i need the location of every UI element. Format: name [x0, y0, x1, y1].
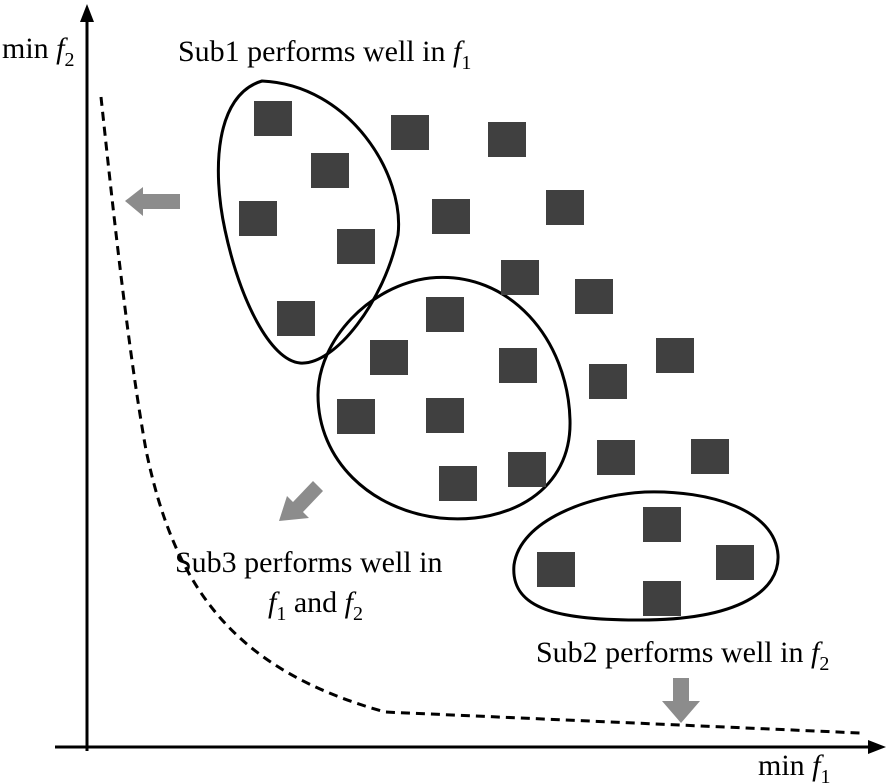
solution-point — [426, 297, 464, 332]
sub3-label-line1: Sub3 performs well in — [175, 546, 442, 579]
solution-point — [508, 452, 546, 487]
solution-point — [337, 229, 375, 264]
solution-point — [426, 398, 464, 433]
solution-point — [439, 466, 477, 501]
axes — [55, 4, 886, 754]
y-axis-arrowhead — [80, 4, 94, 22]
left-arrow-icon — [125, 187, 180, 216]
solution-point — [432, 199, 470, 234]
solution-point — [239, 201, 277, 236]
pareto-front-dashed-line — [99, 96, 861, 735]
solution-point — [537, 552, 575, 587]
solution-point — [488, 122, 526, 157]
sub3-outline — [316, 275, 572, 521]
solution-point — [691, 439, 729, 474]
solution-point — [643, 507, 681, 542]
solution-point — [501, 260, 539, 295]
solution-point — [589, 364, 627, 399]
solution-points — [239, 101, 754, 616]
x-axis-label: min f1 — [758, 749, 831, 783]
solution-point — [575, 279, 613, 314]
solution-point — [337, 399, 375, 434]
direction-arrows — [125, 187, 700, 723]
down-arrow-icon — [662, 678, 700, 723]
sub2-label: Sub2 performs well in f2 — [536, 636, 829, 675]
solution-point — [254, 101, 292, 136]
x-axis-arrowhead — [868, 740, 886, 754]
sub1-outline — [216, 79, 401, 365]
sub3-label-line2: f1 and f2 — [268, 586, 363, 625]
solution-point — [370, 340, 408, 375]
solution-point — [311, 153, 349, 188]
solution-point — [656, 338, 694, 373]
solution-point — [597, 440, 635, 475]
y-axis-label: min f2 — [2, 32, 75, 71]
solution-point — [499, 348, 537, 383]
solution-point — [716, 545, 754, 580]
diagonal-arrow-icon — [279, 481, 323, 521]
solution-point — [643, 581, 681, 616]
sub1-label: Sub1 performs well in f1 — [178, 35, 471, 74]
solution-point — [391, 115, 429, 150]
solution-point — [277, 301, 315, 336]
sub2-outline — [512, 490, 780, 622]
solution-point — [546, 190, 584, 225]
